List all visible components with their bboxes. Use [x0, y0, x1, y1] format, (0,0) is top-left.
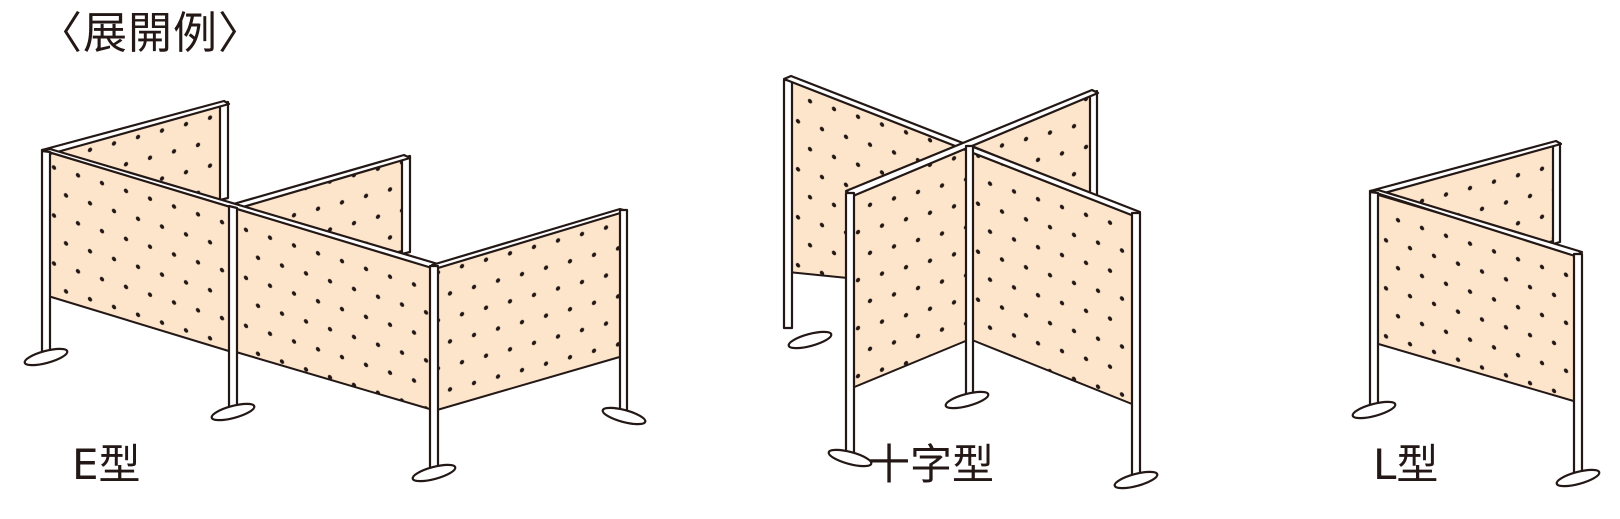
cross-post-front-right [1130, 211, 1142, 479]
cross-type-illustration [782, 74, 1159, 490]
e-post-left [40, 149, 52, 354]
l-type-illustration [1351, 139, 1601, 488]
cross-front-left-panel [851, 145, 969, 389]
cross-foot-front-left [827, 448, 873, 468]
e-foot-middle [210, 402, 256, 422]
e-right-panel [436, 210, 624, 411]
l-type-label: L型 [1373, 440, 1439, 489]
cross-foot-back-left [787, 330, 833, 350]
l-post-back [1551, 141, 1562, 246]
e-post-middle [227, 204, 239, 410]
cross-post-front-left [844, 191, 856, 456]
cross-foot-center [944, 390, 990, 410]
page-heading: 〈展開例〉 [38, 8, 263, 59]
l-front-panel [1374, 193, 1578, 403]
cross-type-label: 十字型 [868, 440, 995, 489]
l-top-rail-front [1368, 188, 1584, 258]
l-foot-right [1555, 468, 1601, 488]
cross-front-right-panel [971, 145, 1138, 407]
e-back-post-left [218, 100, 230, 202]
e-foot-corner [411, 463, 457, 483]
e-post-right [618, 208, 629, 414]
cross-post-center [964, 144, 975, 398]
e-type-illustration [23, 99, 647, 483]
e-foot-left [23, 347, 69, 367]
l-post-corner [1368, 190, 1380, 410]
e-type-label: E型 [72, 440, 141, 489]
e-post-corner [428, 264, 440, 472]
e-foot-right [601, 406, 647, 426]
l-foot-corner [1351, 400, 1397, 420]
cross-foot-front-right [1113, 470, 1159, 490]
l-post-front-right [1572, 252, 1584, 476]
cross-post-back-left [782, 78, 794, 330]
e-back-post-middle [400, 154, 412, 256]
